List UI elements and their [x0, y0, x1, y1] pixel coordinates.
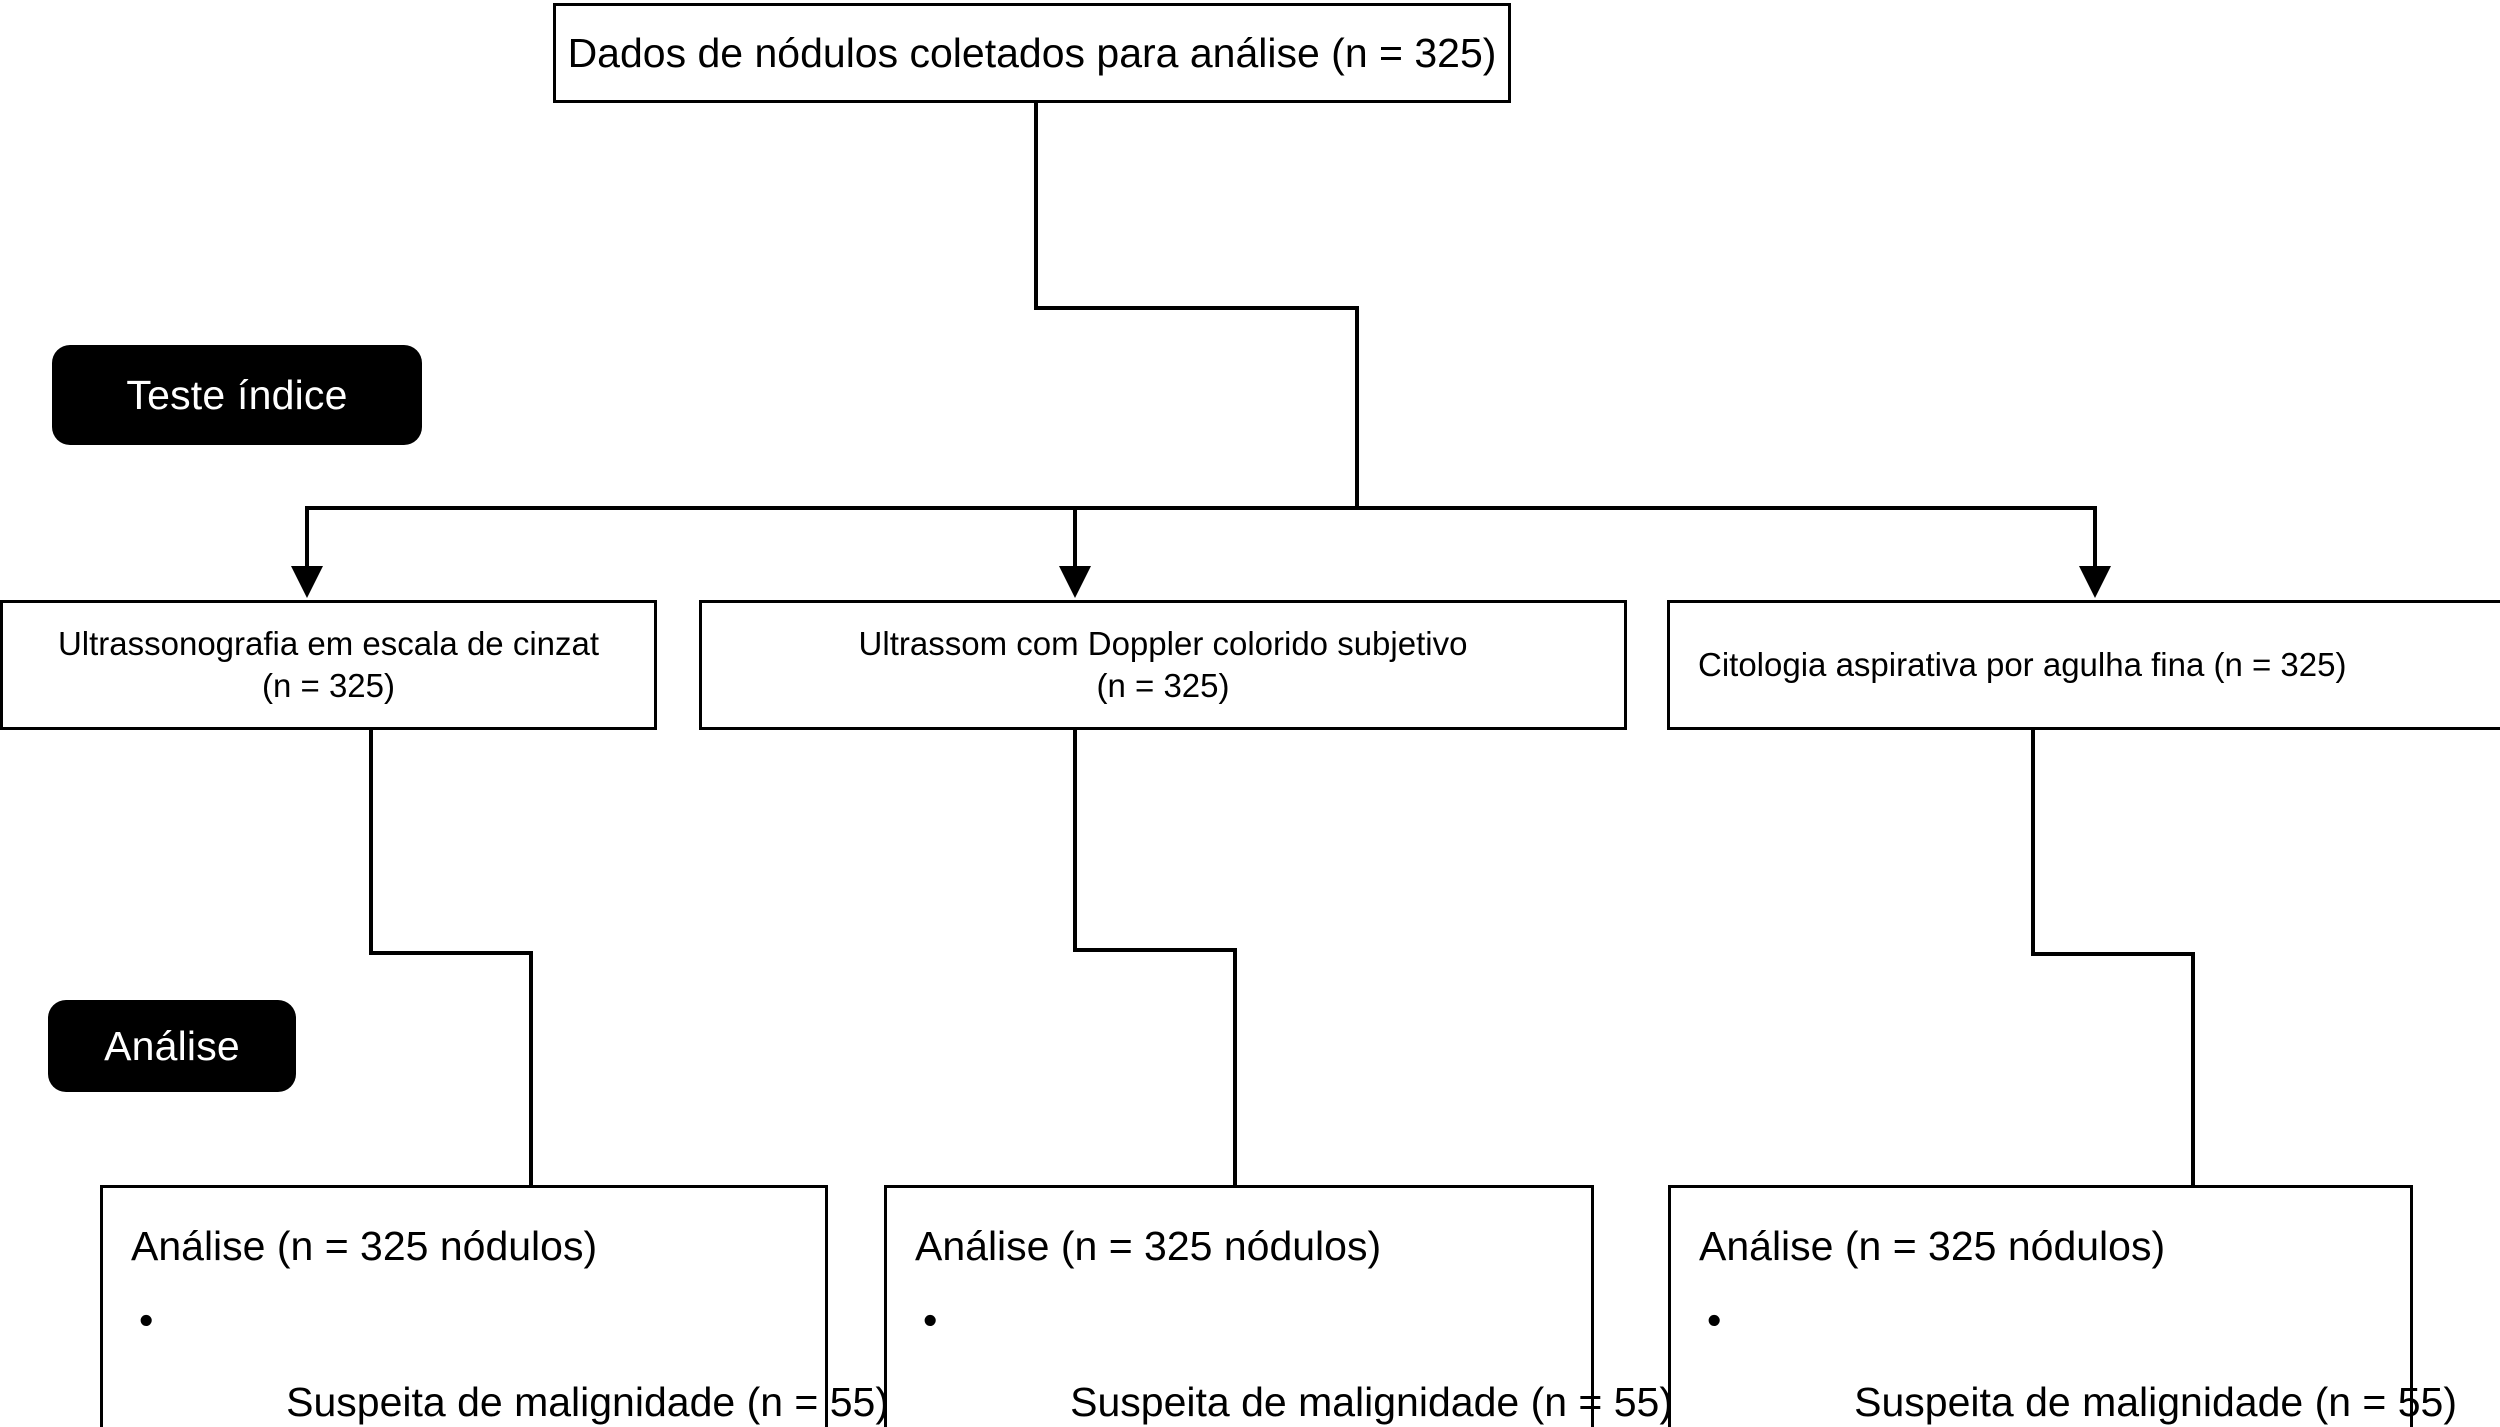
connector-doppler-jog — [1073, 948, 1237, 952]
connector-top-jog — [1034, 306, 1359, 310]
arrowhead-to-doppler-box — [1059, 566, 1091, 598]
box-analysis-grayscale-heading: Análise (n = 325 nódulos) — [131, 1223, 598, 1269]
list-item-label: Suspeita de malignidade (n = 55) — [1854, 1379, 2458, 1425]
connector-doppler-drop-2 — [1233, 948, 1237, 1187]
connector-doppler-drop-1 — [1073, 730, 1077, 952]
list-item-label: Suspeita de malignidade (n = 55) — [1070, 1379, 1674, 1425]
box-analysis-doppler-list: • Suspeita de malignidade (n = 55) • Ben… — [915, 1297, 1673, 1427]
list-item: • Suspeita de malignidade (n = 55) — [915, 1297, 1673, 1427]
stage-label-analysis-text: Análise — [104, 1022, 240, 1069]
connector-distributor-bar — [305, 506, 2097, 510]
box-collected-nodule-data-text: Dados de nódulos coletados para análise … — [567, 29, 1497, 76]
box-grayscale-ultrasound: Ultrassonografia em escala de cinzat (n … — [0, 600, 657, 730]
arrowhead-to-grayscale-box — [291, 566, 323, 598]
arrowhead-to-faac-box — [2079, 566, 2111, 598]
box-grayscale-ultrasound-line2: (n = 325) — [262, 667, 395, 704]
connector-faac-drop-2 — [2191, 952, 2195, 1187]
list-item: • Suspeita de malignidade (n = 55) — [1699, 1297, 2457, 1427]
box-analysis-faac-list: • Suspeita de malignidade (n = 55) • Ben… — [1699, 1297, 2457, 1427]
connector-top-drop-2 — [1355, 306, 1359, 510]
box-fine-needle-aspiration-cytology: Citologia aspirativa por agulha fina (n … — [1667, 600, 2500, 730]
connector-grayscale-drop-2 — [529, 951, 533, 1187]
connector-faac-jog — [2031, 952, 2195, 956]
connector-grayscale-drop-1 — [369, 730, 373, 955]
box-analysis-faac: Análise (n = 325 nódulos) • Suspeita de … — [1668, 1185, 2457, 1427]
connector-branch-2 — [1073, 506, 1077, 573]
box-color-doppler-ultrasound-line2: (n = 325) — [1096, 667, 1230, 704]
box-color-doppler-ultrasound: Ultrassom com Doppler colorido subjetivo… — [699, 600, 1627, 730]
box-fine-needle-aspiration-cytology-line1: Citologia aspirativa por agulha fina (n … — [1698, 645, 2347, 683]
connector-grayscale-jog — [369, 951, 533, 955]
connector-branch-1 — [305, 506, 309, 573]
stage-label-index-test: Teste índice — [52, 345, 422, 445]
bullet-glyph: • — [139, 1297, 154, 1343]
list-item-label: Suspeita de malignidade (n = 55) — [286, 1379, 890, 1425]
bullet-glyph: • — [1707, 1297, 1722, 1343]
bullet-glyph: • — [923, 1297, 938, 1343]
connector-faac-drop-1 — [2031, 730, 2035, 956]
box-analysis-doppler: Análise (n = 325 nódulos) • Suspeita de … — [884, 1185, 1673, 1427]
box-analysis-grayscale: Análise (n = 325 nódulos) • Suspeita de … — [100, 1185, 889, 1427]
connector-branch-3 — [2093, 506, 2097, 573]
box-grayscale-ultrasound-line1: Ultrassonografia em escala de cinzat — [57, 624, 600, 662]
box-analysis-doppler-heading: Análise (n = 325 nódulos) — [915, 1223, 1382, 1269]
stage-label-analysis: Análise — [48, 1000, 296, 1092]
box-analysis-grayscale-list: • Suspeita de malignidade (n = 55) • Ben… — [131, 1297, 889, 1427]
box-analysis-faac-heading: Análise (n = 325 nódulos) — [1699, 1223, 2166, 1269]
box-color-doppler-ultrasound-line1: Ultrassom com Doppler colorido subjetivo — [858, 624, 1468, 662]
stage-label-index-test-text: Teste índice — [126, 371, 348, 418]
connector-top-drop-1 — [1034, 103, 1038, 310]
box-collected-nodule-data: Dados de nódulos coletados para análise … — [553, 3, 1511, 103]
list-item: • Suspeita de malignidade (n = 55) — [131, 1297, 889, 1427]
